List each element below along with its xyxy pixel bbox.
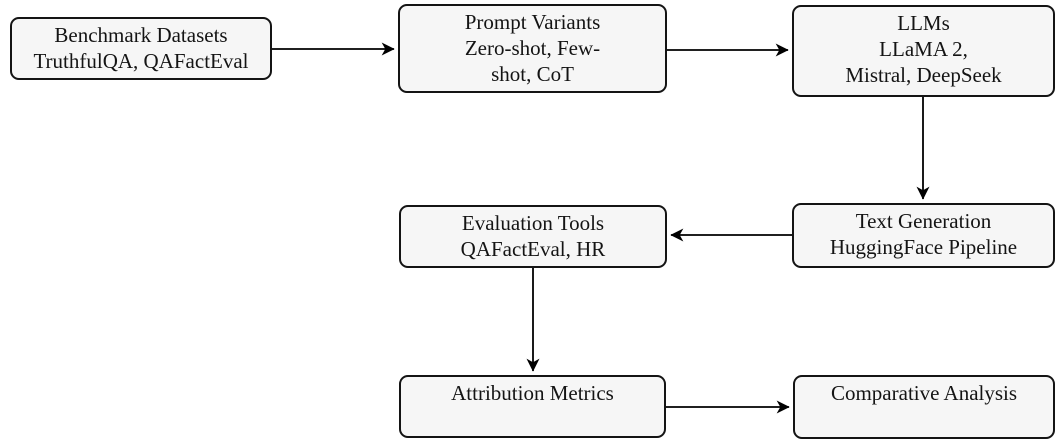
- node-label-line: Evaluation Tools: [461, 211, 605, 235]
- node-benchmark-datasets: Benchmark Datasets TruthfulQA, QAFactEva…: [10, 17, 272, 80]
- node-text-generation: Text Generation HuggingFace Pipeline: [792, 203, 1055, 268]
- node-label-line: LLMs: [897, 11, 950, 35]
- node-label-line: Attribution Metrics: [451, 381, 614, 405]
- node-label-line: Mistral, DeepSeek: [845, 63, 1002, 87]
- node-label-line: TruthfulQA, QAFactEval: [33, 49, 249, 73]
- node-label-line: Text Generation: [855, 209, 992, 233]
- node-comparative-analysis: Comparative Analysis: [793, 375, 1055, 439]
- node-label-line: Comparative Analysis: [830, 381, 1018, 405]
- node-llms: LLMs LLaMA 2, Mistral, DeepSeek: [792, 5, 1055, 97]
- node-label-line: Prompt Variants: [464, 10, 601, 34]
- node-prompt-variants: Prompt Variants Zero-shot, Few- shot, Co…: [398, 4, 667, 93]
- node-attribution-metrics: Attribution Metrics: [399, 375, 666, 438]
- node-label-line: QAFactEval, HR: [460, 237, 606, 261]
- node-label-line: HuggingFace Pipeline: [829, 235, 1018, 259]
- node-label-line: Benchmark Datasets: [54, 23, 228, 47]
- node-label-line: Zero-shot, Few-: [464, 36, 601, 60]
- node-evaluation-tools: Evaluation Tools QAFactEval, HR: [399, 205, 667, 268]
- node-label-line: LLaMA 2,: [879, 37, 968, 61]
- node-label-line: shot, CoT: [491, 62, 574, 86]
